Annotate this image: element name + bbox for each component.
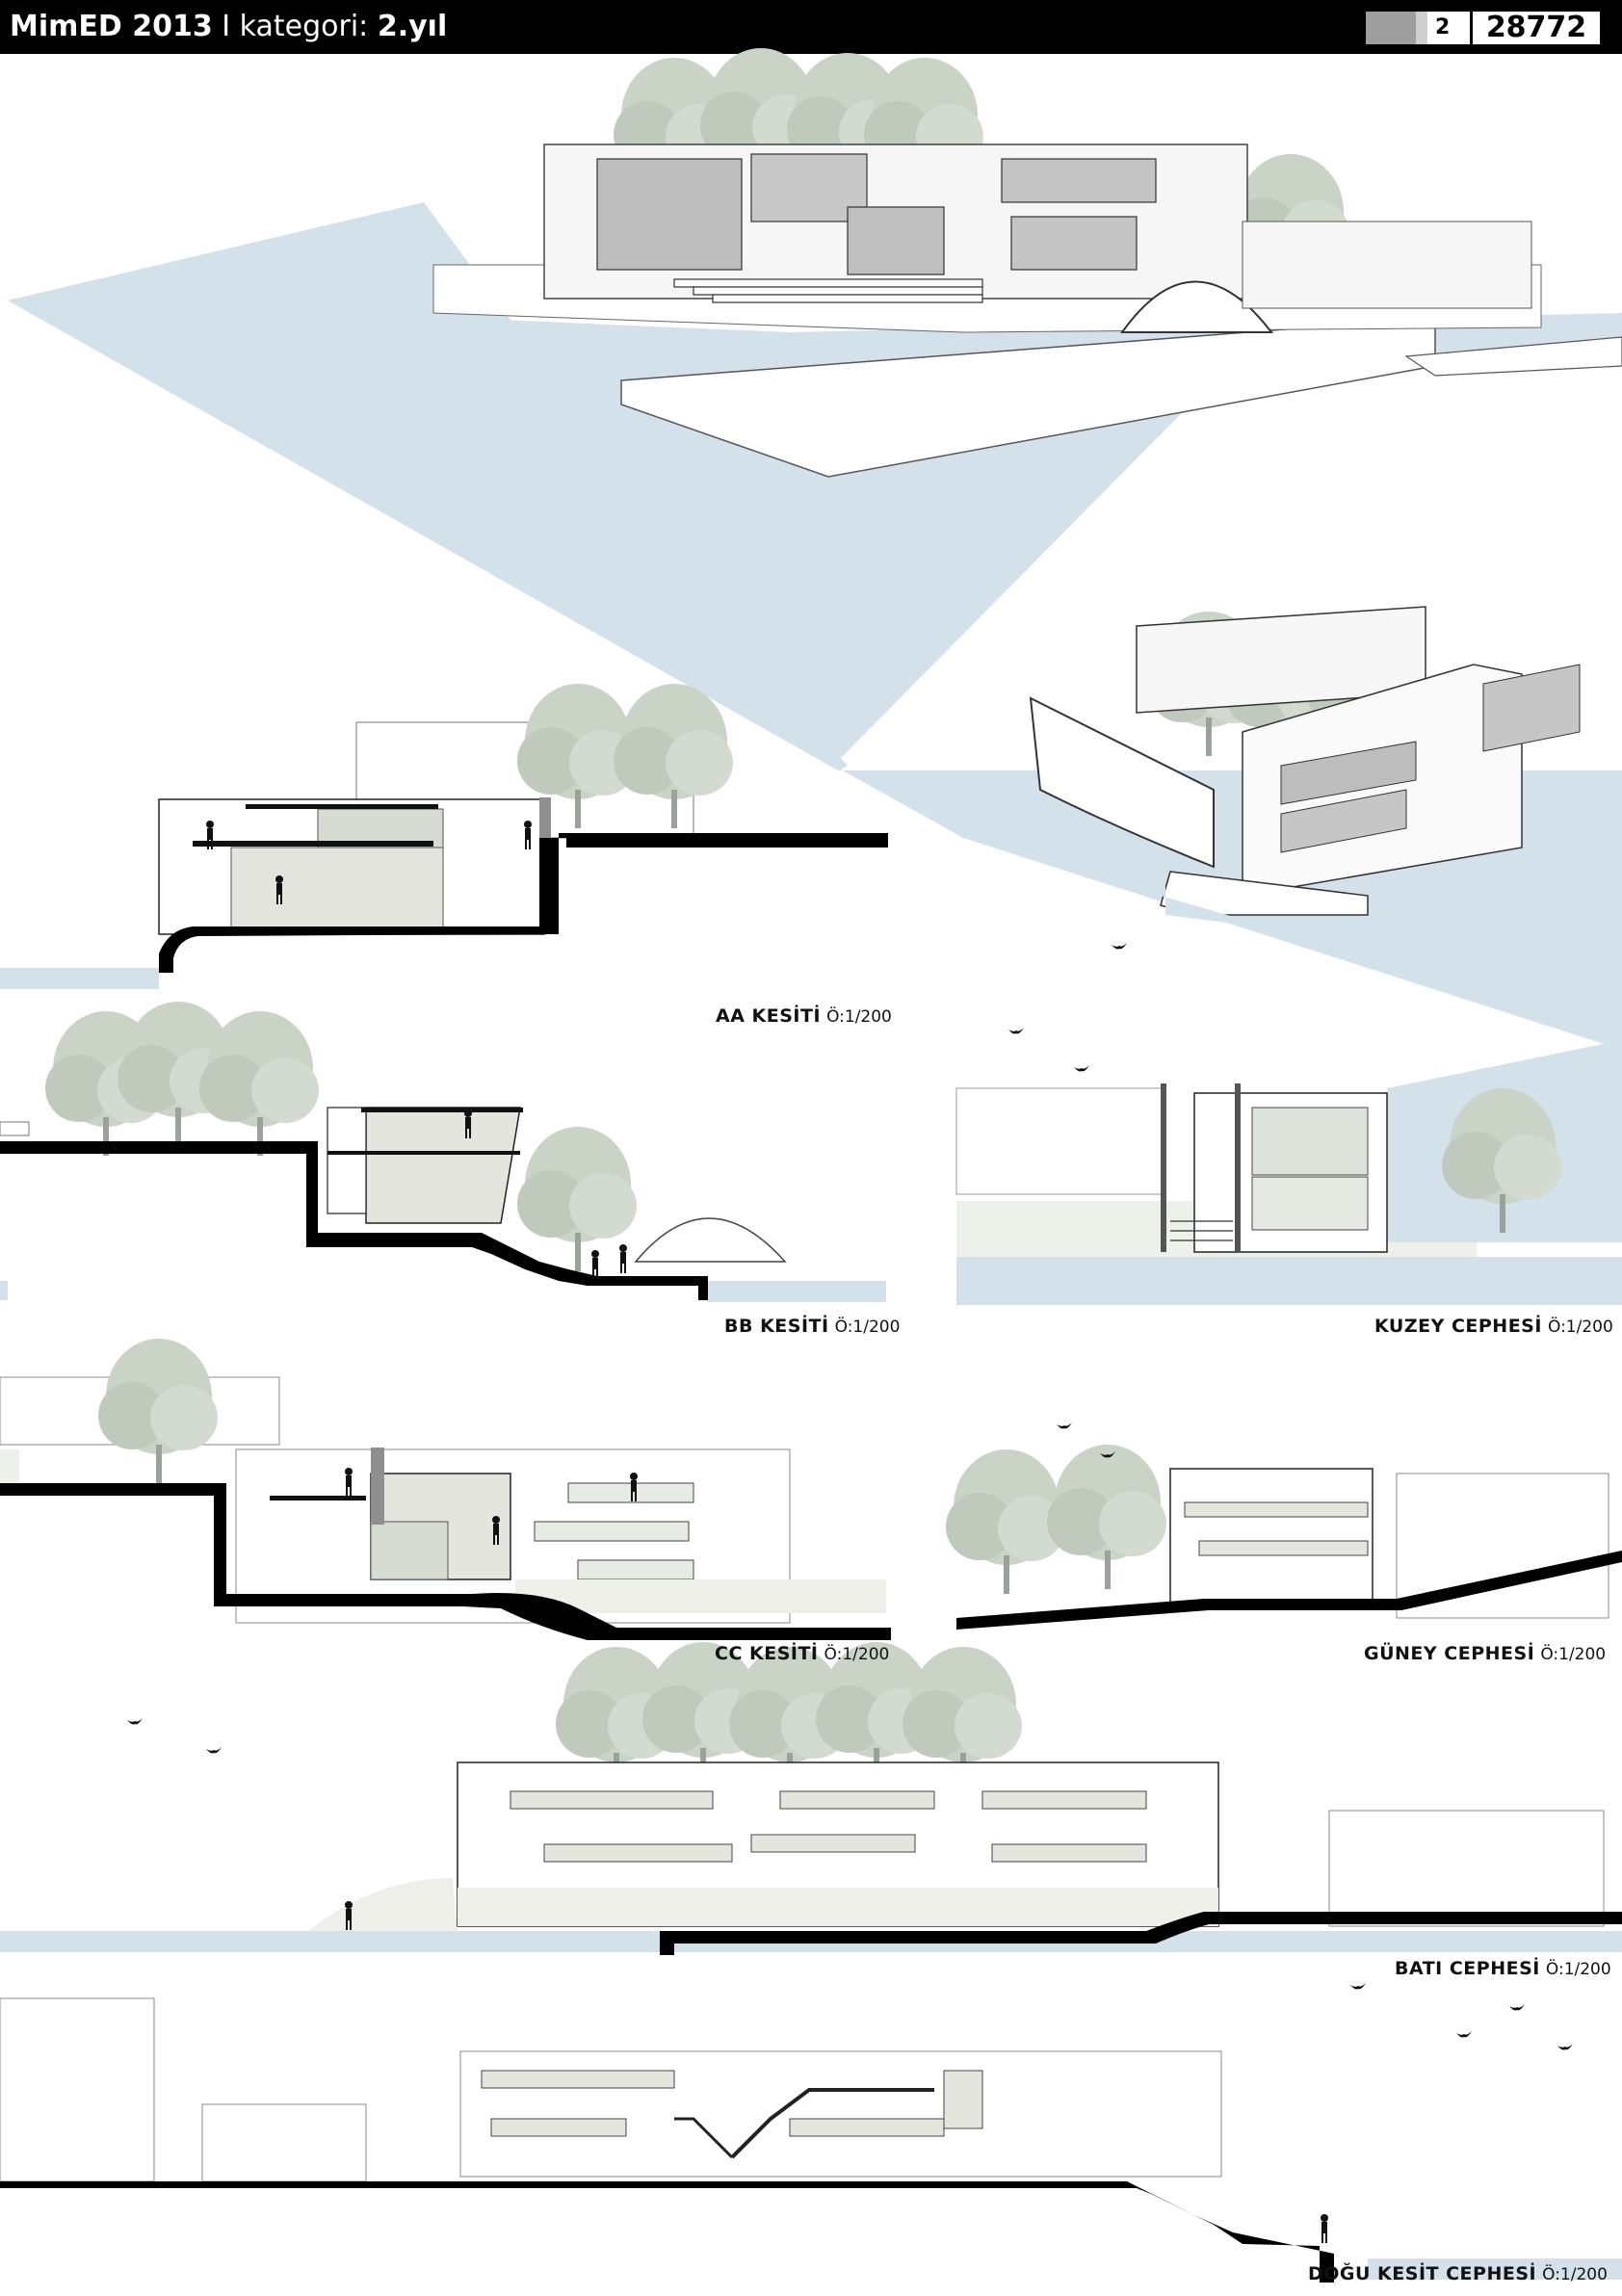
header-bar: MimED 2013 I kategori: 2.yıl 2 28772 [0, 0, 1622, 54]
arched-pavilion [1120, 280, 1274, 333]
entrance-stairs [673, 278, 983, 303]
bb-section-label: BB KESİTİ Ö:1/200 [724, 1316, 900, 1337]
cc-section-label: CC KESİTİ Ö:1/200 [715, 1643, 889, 1664]
kuzey-elevation-label: KUZEY CEPHESİ Ö:1/200 [1374, 1316, 1613, 1337]
bb-section-scale: Ö:1/200 [834, 1318, 901, 1337]
sheet-number: 2 [1435, 15, 1451, 39]
bb-section-drawing [0, 1002, 886, 1302]
cc-section-name: CC KESİTİ [715, 1643, 819, 1664]
dogu-section-elevation-drawing [0, 1997, 1622, 2283]
kuzey-water [956, 1257, 1622, 1305]
waterfront-pier [1160, 871, 1369, 916]
aa-section-label: AA KESİTİ Ö:1/200 [716, 1005, 892, 1027]
bb-ground-line [0, 1141, 708, 1300]
cc-elevation-terraces [534, 1482, 694, 1580]
guney-ground-line [956, 1551, 1622, 1630]
bati-elevation-scale: Ö:1/200 [1545, 1960, 1611, 1979]
bati-elevation-name: BATI CEPHESİ [1395, 1958, 1540, 1979]
id-swatch-dark [1366, 12, 1416, 44]
guney-elevation-name: GÜNEY CEPHESİ [1364, 1643, 1535, 1664]
guney-elevation-drawing [946, 1445, 1622, 1630]
category-label: kategori: [239, 10, 378, 43]
kuzey-elevation-scale: Ö:1/200 [1547, 1318, 1613, 1337]
bb-section-name: BB KESİTİ [724, 1316, 829, 1337]
dogu-ground-line [0, 2181, 1334, 2283]
bati-ground-line [660, 1912, 1622, 1955]
id-swatch-light [1416, 12, 1427, 44]
bati-elevation-label: BATI CEPHESİ Ö:1/200 [1395, 1958, 1611, 1979]
kuzey-elevation-drawing [955, 1040, 1622, 1305]
guney-facade [1169, 1468, 1373, 1605]
cc-section-scale: Ö:1/200 [824, 1645, 890, 1664]
guney-elevation-label: GÜNEY CEPHESİ Ö:1/200 [1364, 1643, 1606, 1664]
bb-arch [634, 1217, 787, 1263]
brand-text: MimED 2013 [10, 10, 213, 43]
cc-ground-line [0, 1483, 891, 1640]
bb-section-building [365, 1107, 521, 1224]
entry-code: 28772 [1470, 12, 1600, 44]
competition-title: MimED 2013 I kategori: 2.yıl [10, 6, 447, 48]
aa-section-drawing [0, 684, 888, 989]
curved-volume [1029, 696, 1215, 869]
dogu-section-elevation-name: DOĞU KESİT CEPHESİ [1308, 2263, 1537, 2284]
aa-section-scale: Ö:1/200 [826, 1007, 892, 1027]
aa-section-name: AA KESİTİ [716, 1005, 822, 1027]
dogu-section-elevation-scale: Ö:1/200 [1542, 2265, 1608, 2284]
entry-id-box: 2 28772 [1366, 12, 1600, 44]
aerial-perspective [0, 48, 1622, 1050]
bati-elevation-drawing [0, 1642, 1622, 1955]
guney-elevation-scale: Ö:1/200 [1540, 1645, 1607, 1664]
water-surface [8, 202, 1622, 1050]
category-value: 2.yıl [377, 10, 448, 43]
title-separator: I [212, 10, 240, 43]
kuzey-elevation-name: KUZEY CEPHESİ [1374, 1316, 1542, 1337]
aa-ground-line [159, 833, 888, 973]
dogu-section-elevation-label: DOĞU KESİT CEPHESİ Ö:1/200 [1308, 2263, 1608, 2284]
waterfront-perspective [963, 606, 1622, 1050]
cc-section-drawing [0, 1339, 891, 1640]
